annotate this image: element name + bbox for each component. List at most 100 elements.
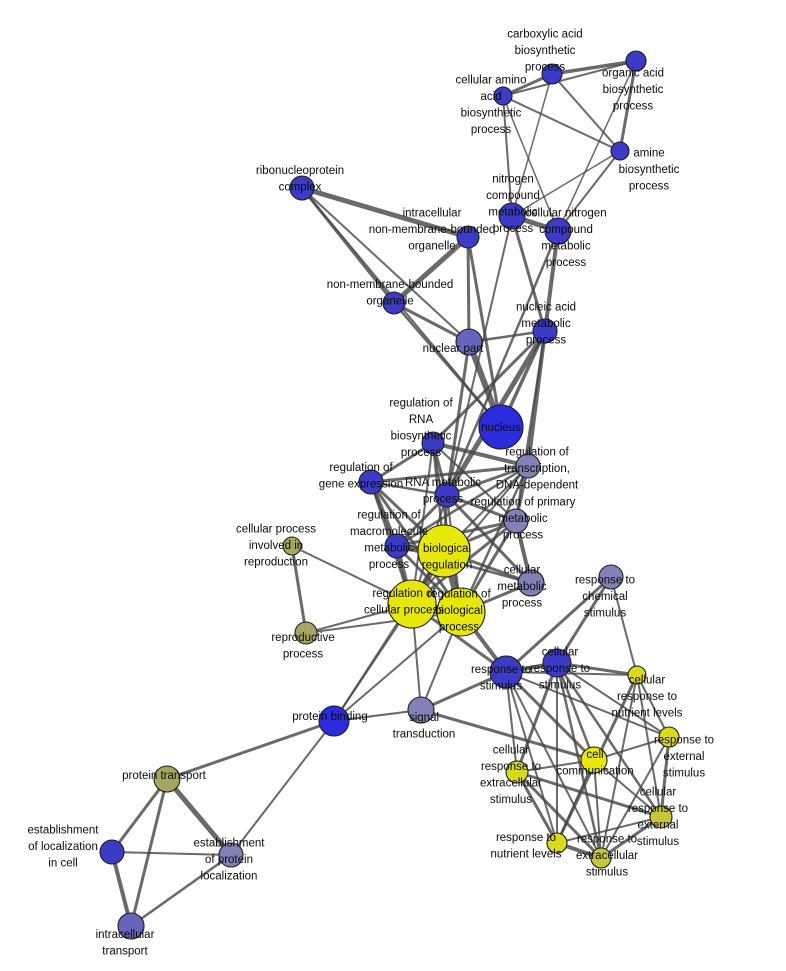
edge-reggene-rnamet — [369, 480, 449, 497]
node-nitrogen[interactable] — [498, 202, 526, 230]
node-intranmbo[interactable] — [456, 225, 480, 249]
edge-respext-rextracell — [600, 736, 670, 859]
edge-amino-cellnitrogen — [502, 95, 559, 232]
node-pbinding[interactable] — [318, 705, 350, 737]
node-nucpart[interactable] — [455, 328, 483, 356]
edge-amino-nitrogen — [502, 95, 513, 217]
edge-organic-cellnitrogen — [557, 60, 637, 232]
node-rnp[interactable] — [289, 175, 315, 201]
node-regcell[interactable] — [387, 579, 437, 629]
node-crextracell[interactable] — [505, 760, 529, 784]
edge-crnutrient-crexternal — [636, 674, 662, 818]
edges-layer — [110, 59, 671, 928]
edge-crexternal-rnutrient — [556, 816, 662, 844]
node-regtrans[interactable] — [515, 453, 541, 479]
node-estprotloc[interactable] — [218, 842, 244, 868]
node-intratransport[interactable] — [117, 912, 145, 940]
node-amino[interactable] — [493, 86, 513, 106]
edge-respstim-respext — [505, 671, 670, 738]
edge-nitrogen-nucacid — [510, 214, 547, 333]
node-cellresp[interactable] — [542, 648, 572, 678]
edge-cellresp-crexternal — [555, 661, 663, 819]
node-amine[interactable] — [610, 141, 630, 161]
edge-crnutrient-rextracell — [600, 674, 638, 859]
node-estloc[interactable] — [99, 839, 125, 865]
node-rnutrient[interactable] — [546, 832, 568, 854]
edge-respext-crexternal — [659, 735, 671, 819]
node-cpreprod[interactable] — [282, 536, 302, 556]
node-cellnitrogen[interactable] — [544, 217, 572, 245]
node-organic[interactable] — [625, 50, 647, 72]
node-regrna[interactable] — [421, 431, 445, 455]
node-bioreg[interactable] — [417, 524, 471, 578]
edge-cellcomm-signal — [419, 708, 596, 762]
node-regmacro[interactable] — [384, 533, 410, 559]
node-regbio[interactable] — [436, 587, 486, 637]
node-nucleus[interactable] — [478, 404, 524, 450]
node-ptransport[interactable] — [153, 765, 181, 793]
edge-pbinding-ptransport — [165, 719, 336, 781]
edge-carboxylic-amine — [551, 73, 621, 152]
node-nucacid[interactable] — [532, 318, 558, 344]
edge-intranmbo-nucleus — [466, 235, 503, 429]
node-carboxylic[interactable] — [541, 63, 563, 85]
node-reprod[interactable] — [294, 621, 318, 645]
node-regprimary[interactable] — [503, 508, 529, 534]
node-rnamet[interactable] — [434, 482, 460, 508]
node-respchem[interactable] — [598, 564, 624, 590]
edge-nmbo-nucpart — [392, 301, 471, 344]
node-respstim[interactable] — [489, 655, 523, 689]
node-signal[interactable] — [407, 696, 435, 724]
edge-regrna-regprimary — [432, 442, 517, 522]
edge-rnamet-cellmet — [445, 493, 533, 585]
edge-respchem-crnutrient — [610, 576, 638, 676]
edge-estloc-estprotloc — [111, 851, 232, 856]
edge-nucacid-regprimary — [514, 329, 547, 523]
edge-pbinding-regbio — [333, 611, 462, 722]
edge-respstim-crextracell — [505, 671, 518, 773]
node-respext[interactable] — [658, 726, 680, 748]
node-crnutrient[interactable] — [627, 665, 647, 685]
node-label-nucleus: nucleus — [481, 422, 521, 434]
edge-amine-nitrogen — [511, 150, 621, 217]
node-nmbo[interactable] — [382, 291, 406, 315]
node-cellcomm[interactable] — [580, 746, 608, 774]
edge-carboxylic-organic — [550, 59, 638, 76]
edge-intranmbo-nucpart — [466, 235, 471, 344]
node-rextracell[interactable] — [590, 847, 612, 869]
edge-regtrans-reggene — [369, 464, 530, 484]
node-cellmet[interactable] — [517, 569, 545, 597]
node-reggene[interactable] — [358, 469, 384, 495]
edge-ptransport-estloc — [110, 777, 169, 854]
edge-amine-cellnitrogen — [557, 150, 621, 232]
edge-cellresp-respchem — [555, 575, 613, 665]
edge-rnp-intranmbo — [299, 185, 471, 240]
edge-organic-amine — [618, 59, 638, 153]
edge-regtrans-rnamet — [445, 464, 530, 497]
edge-organic-amino — [502, 60, 637, 97]
node-crexternal[interactable] — [649, 805, 673, 829]
